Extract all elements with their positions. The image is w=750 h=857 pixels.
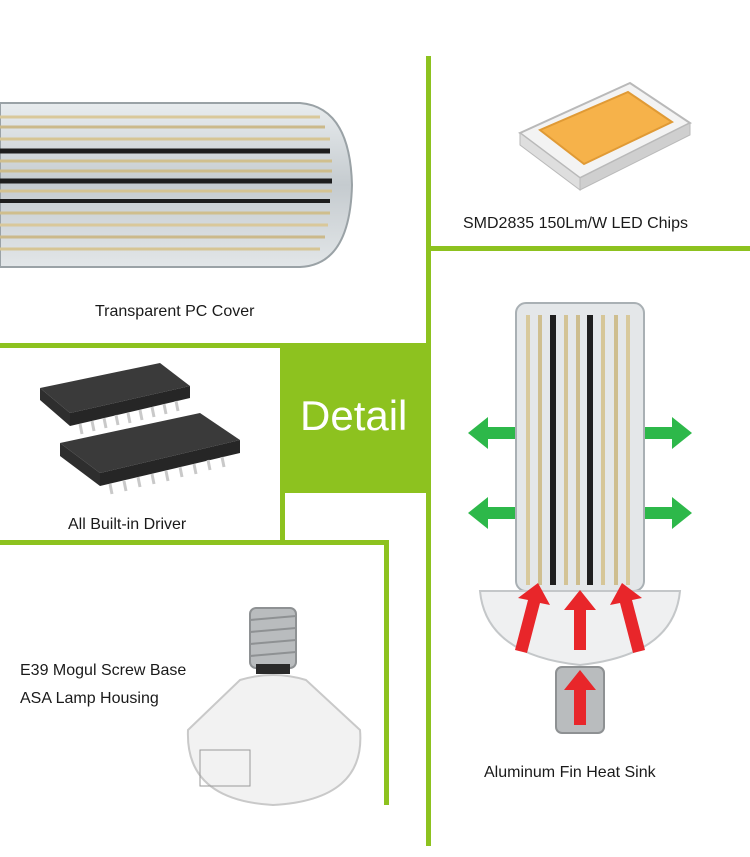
caption-base-line2: ASA Lamp Housing — [20, 690, 159, 707]
corn-bulb-image — [468, 302, 692, 734]
caption-pc-cover: Transparent PC Cover — [95, 303, 255, 320]
smd-led-chip-image — [518, 81, 692, 191]
frame-line — [0, 540, 385, 545]
mogul-base-image — [186, 607, 362, 807]
frame-line — [0, 343, 430, 348]
frame-line — [426, 246, 750, 251]
caption-led-chips: SMD2835 150Lm/W LED Chips — [463, 215, 688, 232]
caption-base-line1: E39 Mogul Screw Base — [20, 662, 187, 679]
led-strip-bulb-image — [0, 102, 354, 268]
caption-heat-sink: Aluminum Fin Heat Sink — [484, 764, 656, 781]
detail-label: Detail — [300, 392, 408, 439]
detail-block — [285, 343, 430, 493]
frame-line — [280, 343, 285, 543]
caption-driver: All Built-in Driver — [68, 516, 187, 533]
frame-line — [384, 540, 389, 805]
driver-ic-chip-image — [40, 363, 240, 495]
